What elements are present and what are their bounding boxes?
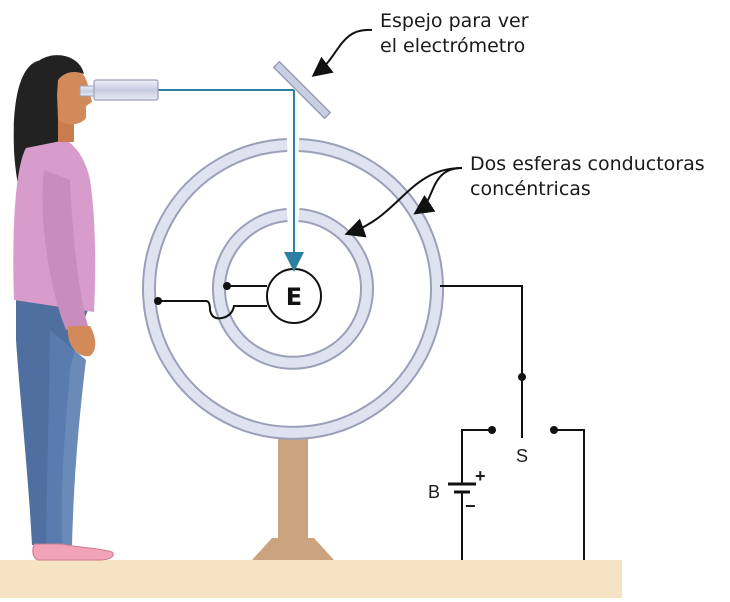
switch-label: S (516, 446, 528, 466)
mirror (272, 60, 332, 120)
observer-person (13, 55, 114, 561)
electrometer-label: E (286, 283, 302, 311)
circuit-wires (440, 285, 585, 560)
outer-sphere (142, 138, 444, 440)
floor (0, 560, 622, 598)
telescope (79, 79, 159, 101)
sphere-stand (252, 428, 334, 560)
electrometer: E (266, 268, 322, 324)
mirror-label-line2: el electrómetro (380, 35, 525, 57)
electrometer-wires (154, 282, 267, 320)
spheres-label-line2: concéntricas (470, 178, 591, 200)
battery-minus: − (465, 496, 476, 516)
battery-label: B (428, 482, 440, 502)
spheres-callout: Dos esferas conductoras concéntricas (344, 153, 705, 238)
battery: + − B (428, 466, 486, 516)
mirror-label-line1: Espejo para ver (380, 10, 529, 32)
battery-plus: + (475, 466, 486, 486)
spheres-label-line1: Dos esferas conductoras (470, 153, 705, 175)
inner-sphere (212, 208, 374, 370)
mirror-callout: Espejo para ver el electrómetro (311, 10, 529, 77)
light-ray (158, 89, 304, 272)
